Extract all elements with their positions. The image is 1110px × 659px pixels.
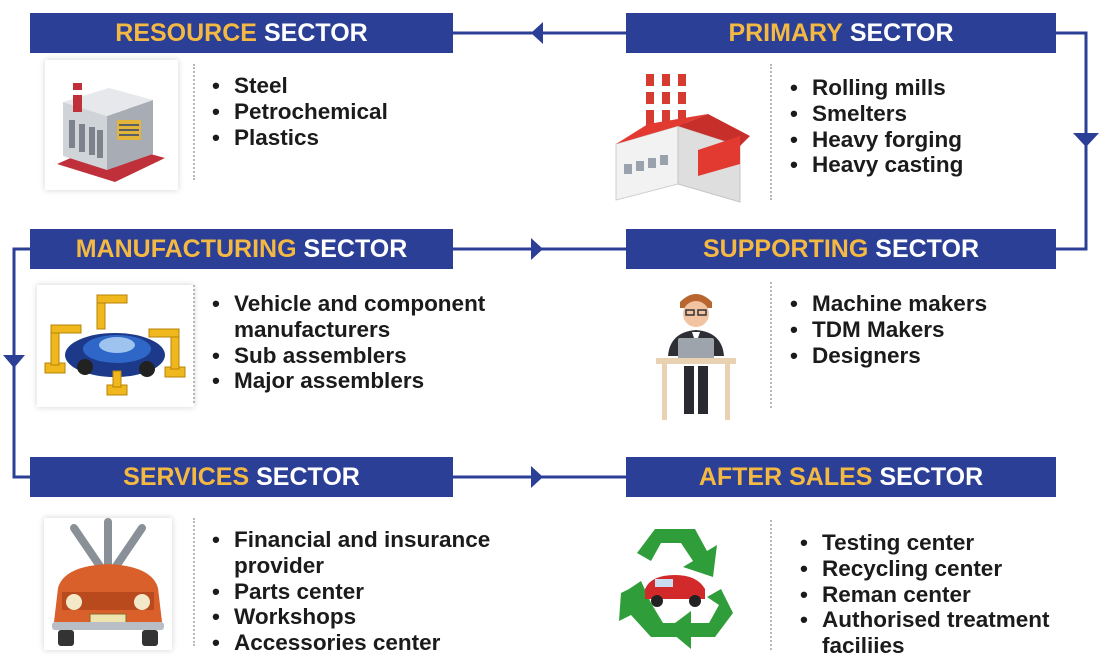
list-item: Financial and insurance provider [212,527,512,579]
arrow-down-left [3,355,25,368]
arrow-left-1 [531,238,543,260]
card-divider [193,518,195,646]
header-highlight: PRIMARY [728,18,843,47]
header-rest: SECTOR [879,462,984,491]
list-item: Heavy forging [790,127,1090,153]
manufacturing-items: Vehicle and component manufacturers Sub … [212,291,542,394]
list-item: Accessories center [212,630,512,656]
list-item: Designers [790,343,1090,369]
list-item: Plastics [212,125,452,151]
header-highlight: MANUFACTURING [75,234,297,263]
repair-car-icon [44,518,172,650]
list-item: Heavy casting [790,152,1090,178]
list-item: Major assemblers [212,368,542,394]
header-rest: SECTOR [303,234,408,263]
header-rest: SECTOR [875,234,980,263]
aftersales-items: Testing center Recycling center Reman ce… [800,530,1100,659]
list-item: Smelters [790,101,1090,127]
steel-plant-icon [45,60,178,190]
primary-items: Rolling mills Smelters Heavy forging Hea… [790,75,1090,178]
services-items: Financial and insurance provider Parts c… [212,527,512,656]
list-item: Recycling center [800,556,1100,582]
list-item: Petrochemical [212,99,452,125]
supporting-items: Machine makers TDM Makers Designers [790,291,1090,368]
list-item: Steel [212,73,452,99]
card-divider [770,64,772,200]
header-rest: SECTOR [256,462,360,491]
header-rest: SECTOR [849,18,954,47]
header-highlight: SERVICES [123,462,250,491]
arrow-right-1 [531,22,543,44]
card-divider [770,520,772,650]
list-item: Testing center [800,530,1100,556]
recycle-car-icon [611,519,739,651]
robot-assembly-icon [37,285,194,407]
list-item: Parts center [212,579,512,605]
card-divider [193,64,195,180]
list-item: Rolling mills [790,75,1090,101]
list-item: Reman center [800,582,1100,608]
list-item: Authorised treatment faciliies [800,607,1100,659]
resource-items: Steel Petrochemical Plastics [212,73,452,150]
designer-at-laptop-icon [648,280,744,422]
card-divider [193,285,195,403]
list-item: Machine makers [790,291,1090,317]
header-highlight: RESOURCE [115,18,257,47]
list-item: Sub assemblers [212,343,542,369]
card-divider [770,282,772,408]
header-rest: SECTOR [263,18,368,47]
arrow-right-2 [531,466,543,488]
factory-icon [608,64,758,212]
list-item: Vehicle and component manufacturers [212,291,542,343]
header-highlight: SUPPORTING [702,234,869,263]
list-item: Workshops [212,604,512,630]
list-item: TDM Makers [790,317,1090,343]
header-highlight: AFTER SALES [698,462,873,491]
